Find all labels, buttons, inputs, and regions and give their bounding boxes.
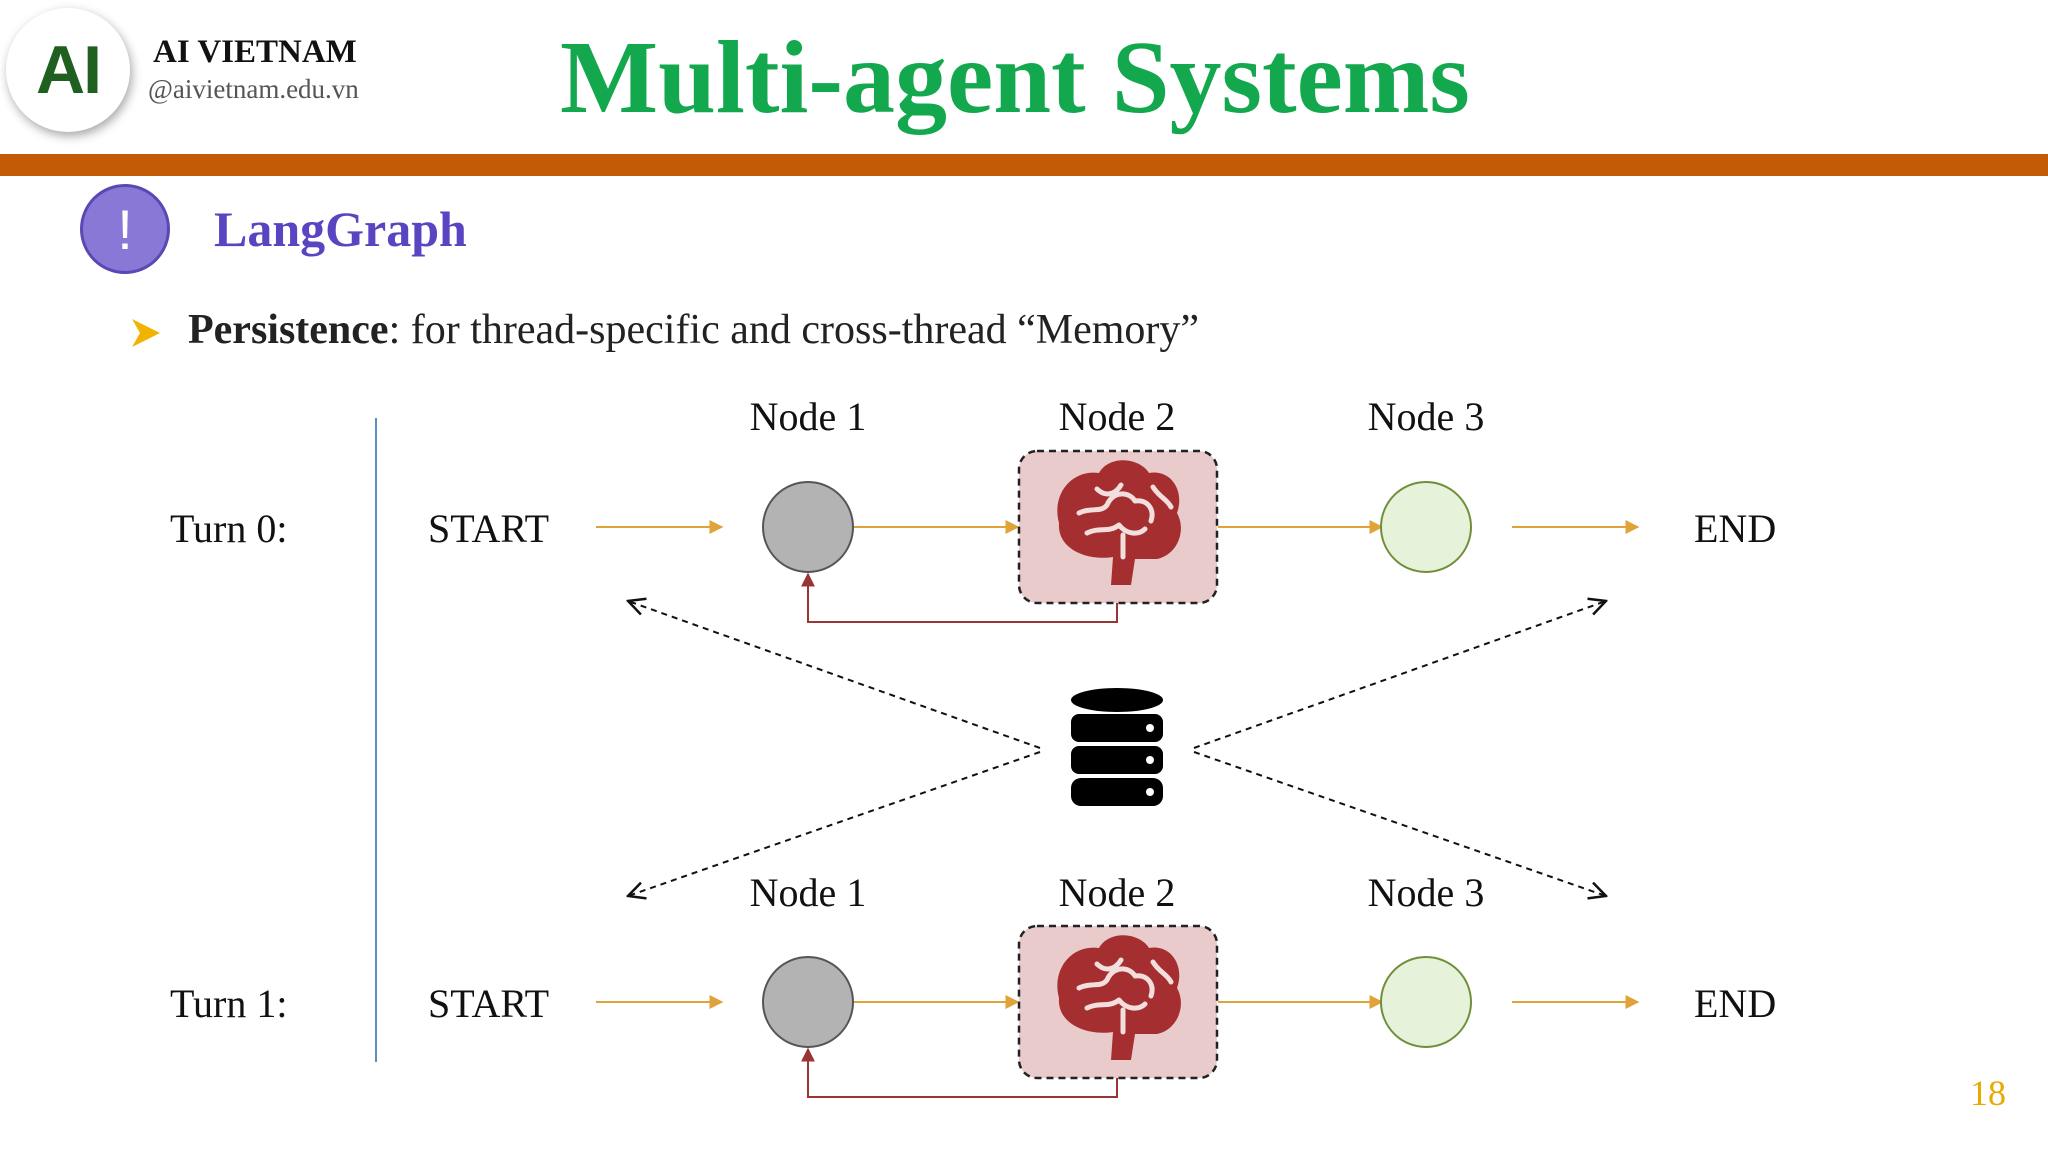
- header-divider: [0, 154, 2048, 176]
- node1-label: Node 1: [750, 394, 867, 439]
- node2-label: Node 2: [1059, 394, 1176, 439]
- turn-label: Turn 0:: [170, 506, 287, 551]
- page-title: Multi-agent Systems: [560, 20, 1470, 135]
- node1-circle: [762, 956, 854, 1048]
- node2-label: Node 2: [1059, 870, 1176, 915]
- node1-label: Node 1: [750, 870, 867, 915]
- node3-circle: [1380, 481, 1472, 573]
- node3-label: Node 3: [1368, 870, 1485, 915]
- loop-arrow: [801, 572, 1118, 623]
- bullet-bold: Persistence: [188, 307, 389, 353]
- node3-label: Node 3: [1368, 394, 1485, 439]
- logo-text: AI: [36, 32, 102, 108]
- bullet-body: : for thread-specific and cross-thread “…: [388, 307, 1200, 353]
- memory-link: [1193, 751, 1606, 896]
- badge-symbol: !: [117, 197, 133, 261]
- page-number: 18: [1970, 1073, 2006, 1113]
- end-label: END: [1694, 506, 1776, 551]
- node3-circle: [1380, 956, 1472, 1048]
- memory-link: [628, 751, 1041, 896]
- end-label: END: [1694, 981, 1776, 1026]
- turn-label: Turn 1:: [170, 981, 287, 1026]
- database-icon: [1071, 688, 1163, 806]
- loop-arrow: [801, 1047, 1118, 1098]
- memory-link: [1193, 601, 1606, 749]
- org-handle: @aivietnam.edu.vn: [148, 74, 359, 104]
- bullet-persistence: Persistence: for thread-specific and cro…: [188, 306, 1199, 354]
- section-title: LangGraph: [214, 201, 467, 257]
- start-label: START: [428, 981, 549, 1026]
- memory-link: [628, 601, 1041, 749]
- arrow-bullet-icon: [132, 319, 160, 347]
- start-label: START: [428, 506, 549, 551]
- exclamation-icon: !: [80, 184, 170, 274]
- logo: AI: [6, 8, 130, 132]
- org-name: AI VIETNAM: [153, 34, 357, 70]
- node1-circle: [762, 481, 854, 573]
